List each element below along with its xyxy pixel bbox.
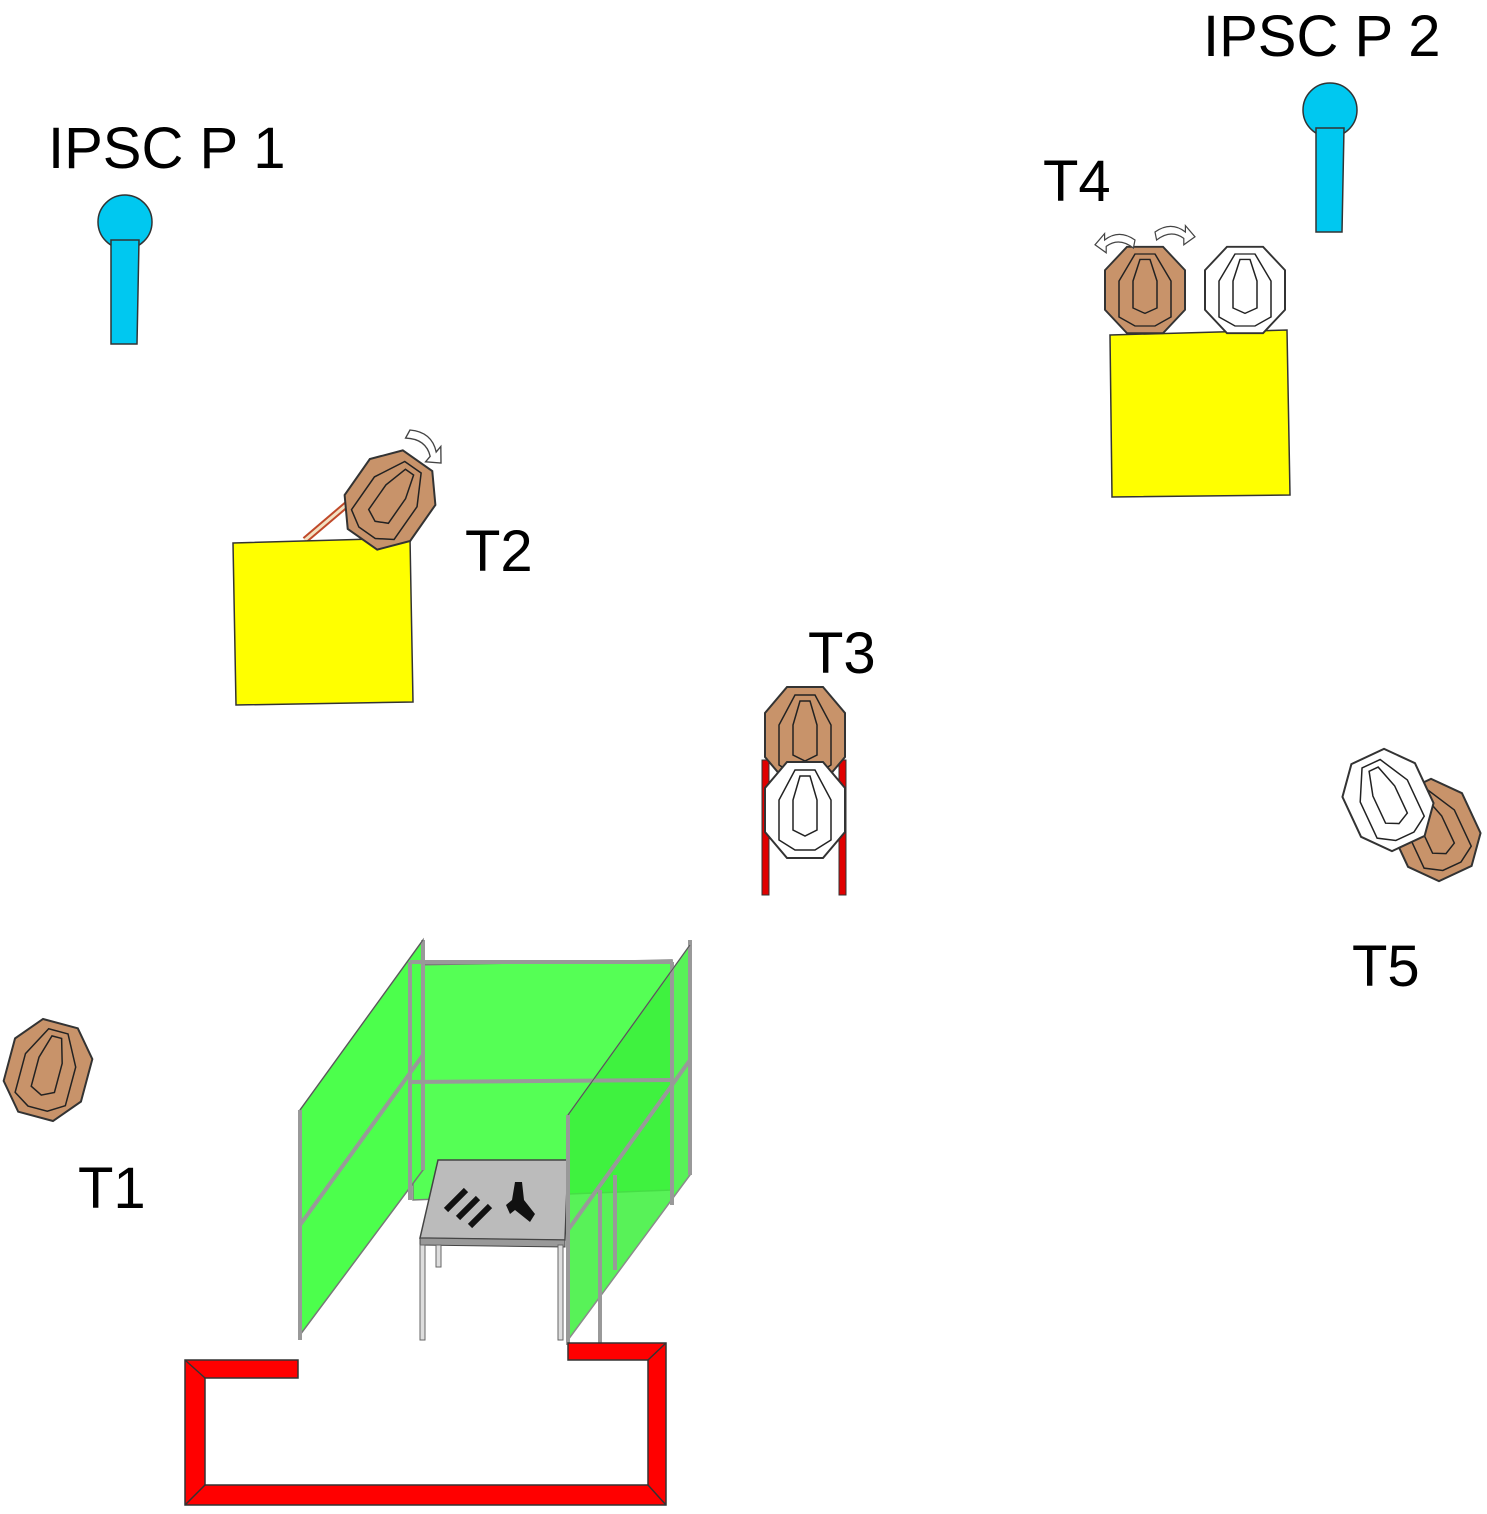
t1-brown-target	[0, 1012, 101, 1128]
label-popper-1: IPSC P 1	[48, 116, 286, 181]
t2-yellow-wall	[232, 537, 414, 706]
shooting-box	[298, 937, 692, 1345]
t3-white-target	[764, 761, 846, 859]
magazine-icon	[443, 1187, 493, 1229]
label-t5: T5	[1352, 934, 1420, 999]
loading-table	[419, 1159, 569, 1341]
label-popper-2: IPSC P 2	[1203, 4, 1441, 69]
fault-lines	[184, 1342, 667, 1506]
pistol-icon	[506, 1182, 535, 1222]
label-t4: T4	[1043, 149, 1111, 214]
t4-brown-target	[1104, 245, 1186, 335]
label-t1: T1	[78, 1156, 146, 1221]
popper-p1-icon	[97, 194, 153, 345]
popper-p2-icon	[1302, 82, 1358, 233]
t4-yellow-wall	[1109, 329, 1291, 498]
label-t3: T3	[808, 621, 876, 686]
t4-white-target	[1204, 245, 1286, 335]
label-t2: T2	[465, 519, 533, 584]
